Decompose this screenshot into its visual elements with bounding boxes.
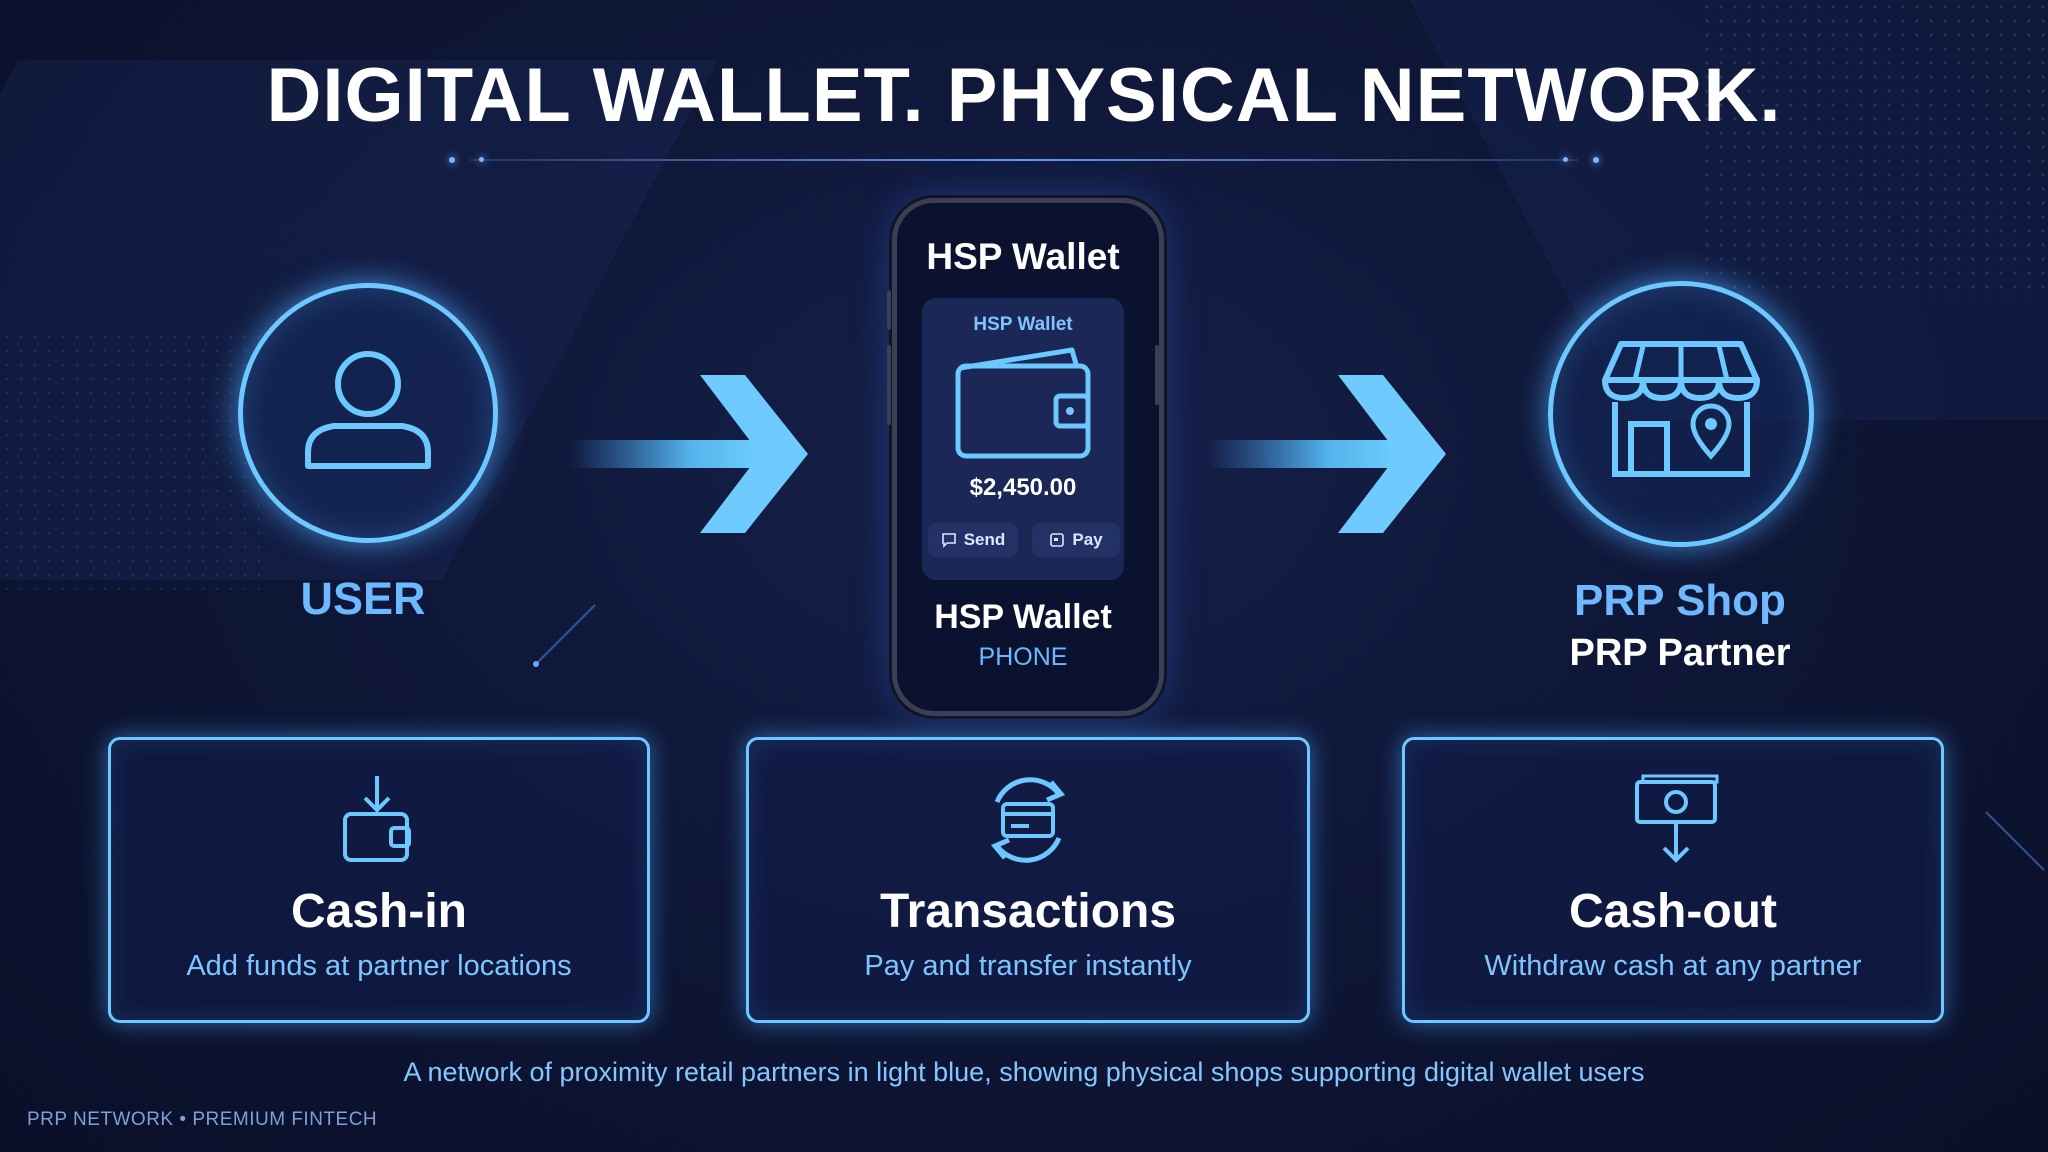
feature-title: Transactions	[879, 885, 1177, 938]
feature-subtitle: Pay and transfer instantly	[864, 950, 1192, 982]
feature-card-cash-out: Cash-out Withdraw cash at any partner	[1402, 737, 1944, 1023]
divider-dot	[449, 157, 455, 163]
divider-dot	[1593, 157, 1599, 163]
shop-name: PRP Shop	[1574, 576, 1786, 625]
wallet-icon	[955, 347, 1091, 459]
user-label: USER	[300, 573, 426, 624]
cash-withdraw-icon	[1635, 774, 1719, 863]
phone-side-button	[887, 290, 891, 330]
card-exchange-icon	[990, 777, 1066, 863]
feature-card-cash-in: Cash-in Add funds at partner locations	[108, 737, 650, 1023]
flow-arrow-icon	[1208, 375, 1446, 533]
send-label: Send	[963, 530, 1006, 549]
phone-device-label: PHONE	[978, 643, 1068, 671]
feature-card-transactions: Transactions Pay and transfer instantly	[746, 737, 1310, 1023]
phone-side-button	[887, 345, 891, 425]
phone-side-button	[1155, 345, 1159, 405]
background-dots	[0, 330, 260, 590]
title-divider	[470, 159, 1578, 161]
shop-icon	[1602, 341, 1760, 477]
flow-arrow-icon	[570, 375, 808, 533]
phone-header: HSP Wallet	[926, 236, 1120, 277]
wallet-balance: $2,450.00	[969, 474, 1077, 501]
feature-title: Cash-in	[290, 885, 467, 938]
shop-circle	[1548, 281, 1814, 547]
pay-label: Pay	[1072, 530, 1103, 549]
user-icon	[305, 351, 431, 469]
user-circle	[238, 283, 498, 543]
message-icon	[941, 533, 956, 548]
pay-icon	[1050, 533, 1065, 547]
feature-title: Cash-out	[1569, 885, 1777, 938]
divider-dot	[1563, 157, 1568, 162]
caption: A network of proximity retail partners i…	[403, 1057, 1645, 1087]
divider-dot	[479, 157, 484, 162]
decorative-streak	[1985, 811, 2045, 871]
feature-subtitle: Withdraw cash at any partner	[1484, 950, 1862, 982]
pay-button[interactable]: Pay	[1032, 523, 1120, 557]
phone-wallet-name: HSP Wallet	[934, 598, 1112, 636]
send-button[interactable]: Send	[928, 523, 1018, 557]
background-dots	[1700, 0, 2048, 300]
wallet-download-icon	[343, 776, 411, 862]
page-title: DIGITAL WALLET. PHYSICAL NETWORK.	[266, 53, 1782, 138]
wallet-card-title: HSP Wallet	[973, 314, 1073, 335]
shop-partner-label: PRP Partner	[1569, 632, 1791, 674]
decorative-streak	[533, 604, 596, 667]
feature-subtitle: Add funds at partner locations	[186, 950, 572, 982]
footer-brand: PRP NETWORK • PREMIUM FINTECH	[27, 1109, 378, 1130]
